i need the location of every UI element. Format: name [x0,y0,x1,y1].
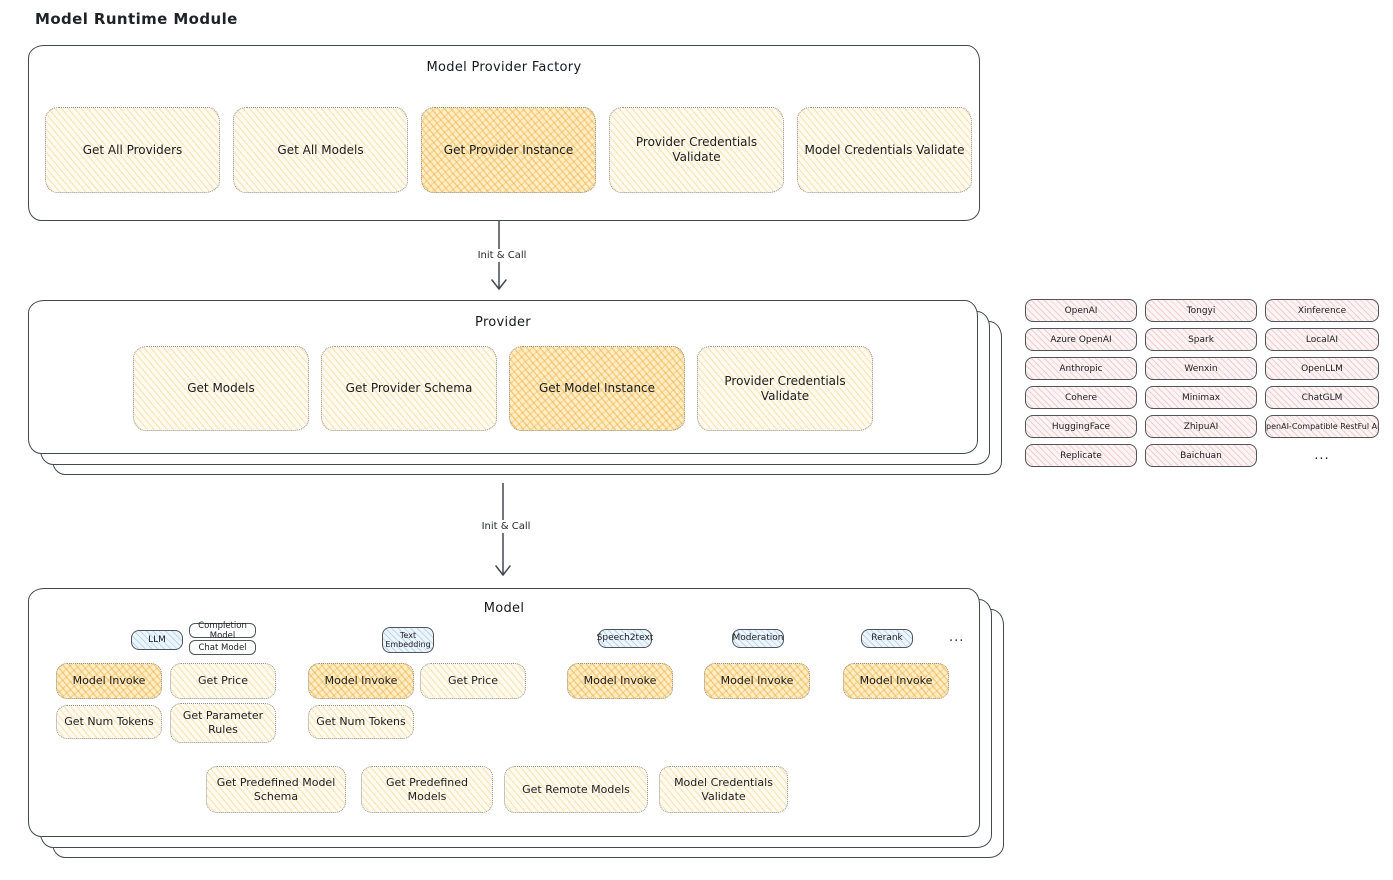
model-provider-factory-box: Model Provider Factory Get All Providers… [28,45,980,221]
factory-provider-credentials-validate: Provider Credentials Validate [609,107,784,193]
get-predefined-model-schema: Get Predefined Model Schema [206,766,346,813]
provider-pill-baichuan: Baichuan [1145,444,1257,467]
provider-pill-xinference: Xinference [1265,299,1379,322]
speech2text-model-invoke: Model Invoke [567,663,673,699]
arrow-provider-to-model-label: Init & Call [461,520,551,533]
tag-llm: LLM [131,630,183,650]
provider-pill-wenxin: Wenxin [1145,357,1257,380]
provider-pill-localai: LocalAI [1265,328,1379,351]
text-embedding-model-invoke: Model Invoke [308,663,414,699]
factory-model-credentials-validate: Model Credentials Validate [797,107,972,193]
provider-get-model-instance: Get Model Instance [509,346,685,431]
tag-completion-model: Completion Model [189,621,256,641]
arrow-factory-to-provider-label: Init & Call [457,249,547,262]
provider-pill-azure-openai: Azure OpenAI [1025,328,1137,351]
provider-box: Provider Get Models Get Provider Schema … [28,300,978,454]
provider-pill-huggingface: HuggingFace [1025,415,1137,438]
text-embedding-get-price: Get Price [420,663,526,699]
tags-ellipsis: ... [949,630,965,645]
factory-buttons-row: Get All Providers Get All Models Get Pro… [45,107,972,193]
rerank-model-invoke: Model Invoke [843,663,949,699]
arrow-provider-to-model-icon [495,483,511,577]
model-box: Model LLM Completion Model Chat Model Te… [28,588,980,837]
provider-pill-replicate: Replicate [1025,444,1137,467]
provider-pill-openllm: OpenLLM [1265,357,1379,380]
model-title: Model [483,601,525,616]
providers-grid-ellipsis: ... [1314,448,1330,463]
tag-text-embedding: Text Embedding [382,627,434,653]
tag-rerank: Rerank [861,629,913,648]
provider-pill-openai: OpenAI [1025,299,1137,322]
provider-pill-spark: Spark [1145,328,1257,351]
provider-pill-openai-compatible-restful-api: OpenAI-Compatible RestFul API [1265,415,1379,438]
provider-pill-cohere: Cohere [1025,386,1137,409]
provider-get-models: Get Models [133,346,309,431]
provider-pill-minimax: Minimax [1145,386,1257,409]
model-credentials-validate: Model Credentials Validate [659,766,788,813]
tag-moderation: Moderation [732,629,784,648]
provider-get-provider-schema: Get Provider Schema [321,346,497,431]
get-predefined-models: Get Predefined Models [361,766,493,813]
moderation-model-invoke: Model Invoke [704,663,810,699]
provider-provider-credentials-validate: Provider Credentials Validate [697,346,873,431]
text-embedding-get-num-tokens: Get Num Tokens [308,705,414,739]
factory-get-all-providers: Get All Providers [45,107,220,193]
get-remote-models: Get Remote Models [504,766,648,813]
llm-model-invoke: Model Invoke [56,663,162,699]
provider-pill-chatglm: ChatGLM [1265,386,1379,409]
provider-pill-anthropic: Anthropic [1025,357,1137,380]
tag-speech2text: Speech2text [597,629,653,648]
factory-get-provider-instance: Get Provider Instance [421,107,596,193]
provider-pill-tongyi: Tongyi [1145,299,1257,322]
provider-buttons-row: Get Models Get Provider Schema Get Model… [29,346,977,431]
llm-get-price: Get Price [170,663,276,699]
llm-get-parameter-rules: Get Parameter Rules [170,703,276,743]
page-title: Model Runtime Module [35,10,238,28]
provider-pill-zhipuai: ZhipuAI [1145,415,1257,438]
llm-get-num-tokens: Get Num Tokens [56,705,162,739]
factory-get-all-models: Get All Models [233,107,408,193]
factory-title: Model Provider Factory [426,60,582,75]
providers-grid: OpenAI Tongyi Xinference Azure OpenAI Sp… [1025,299,1379,467]
provider-title: Provider [475,315,531,330]
tag-chat-model: Chat Model [189,640,256,655]
